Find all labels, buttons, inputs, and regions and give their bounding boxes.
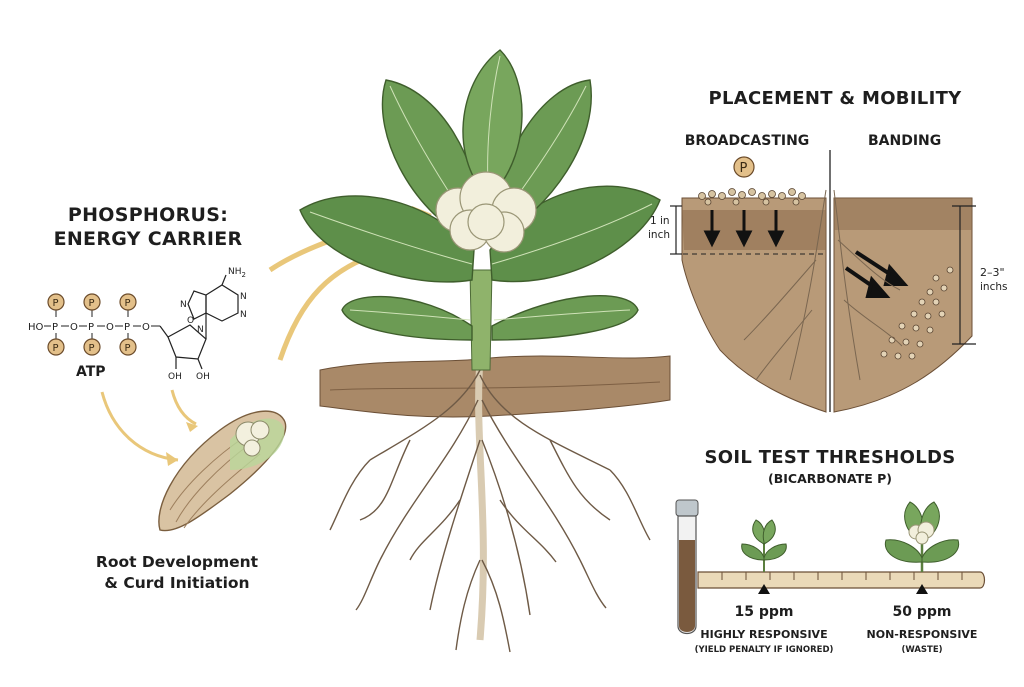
amine-label: NH2	[228, 267, 246, 279]
threshold-scale-bar	[697, 571, 986, 589]
hydroxyl-1: OH	[168, 372, 182, 382]
threshold-low-value: 15 ppm	[734, 604, 794, 620]
test-tube	[675, 499, 699, 635]
phosphorus-atom-1: P	[52, 322, 58, 333]
broadcast-depth-line2: inch	[648, 229, 670, 241]
atp-to-root-arrow	[100, 391, 179, 462]
broadcast-depth-line1: 1 in	[650, 215, 670, 227]
ring-atom-3: N	[180, 300, 187, 310]
phosphate-symbol-2a: P	[89, 298, 95, 309]
threshold-high-label: NON-RESPONSIVE	[866, 628, 978, 641]
band-arrows	[844, 250, 909, 298]
root-system	[329, 359, 651, 653]
threshold-high-note: (WASTE)	[901, 645, 943, 655]
oxygen-bridge-2: O	[106, 322, 114, 333]
phosphate-badge-3b	[119, 338, 137, 356]
band-depth-marker	[952, 205, 976, 345]
root-curd-caption-line1: Root Development	[95, 553, 259, 571]
threshold-high-value: 50 ppm	[892, 604, 952, 620]
phosphate-symbol-1b: P	[53, 343, 59, 354]
broadcasting-label: BROADCASTING	[684, 133, 810, 149]
phosphate-badge-2b	[83, 338, 101, 356]
band-depth-line1: 2–3"	[980, 266, 1005, 279]
atp-molecule-diagram: HO P O P O P O P P P P P P	[28, 267, 247, 382]
cauliflower-plant-illustration	[268, 49, 671, 653]
phosphate-badges: P P P P P P	[47, 293, 137, 356]
seedling-small	[741, 519, 787, 572]
broadcast-arrows	[703, 210, 785, 248]
hydroxyl-start-label: HO	[28, 322, 44, 333]
ring-atom-labels: NH2 N N N N O OH OH	[168, 267, 247, 382]
phosphate-badge-3a	[119, 293, 137, 311]
band-granules	[880, 266, 954, 360]
ring-atom-4: N	[197, 325, 204, 335]
energy-carrier-title-line2: ENERGY CARRIER	[53, 228, 243, 250]
banding-label: BANDING	[868, 133, 942, 149]
root-tip-cross-section	[158, 410, 287, 532]
leaf-top-center	[462, 49, 523, 191]
phosphate-chain: HO P O P O P O	[28, 310, 160, 339]
phosphate-symbol-1a: P	[53, 298, 59, 309]
threshold-low-note: (YIELD PENALTY IF IGNORED)	[694, 645, 834, 655]
soil-test-subtitle: (BICARBONATE P)	[768, 471, 892, 486]
band-roots	[833, 189, 903, 381]
broadcast-soil-profile	[681, 197, 827, 413]
placement-diagram: P 1 in inch	[648, 150, 1007, 413]
phosphate-badge-1b	[47, 338, 65, 356]
scale-ticks	[721, 572, 963, 580]
band-soil-profile	[833, 197, 973, 413]
phosphate-badge-1a	[47, 293, 65, 311]
ribose-adenine	[159, 274, 239, 370]
energy-carrier-title: PHOSPHORUS: ENERGY CARRIER	[48, 203, 248, 251]
broadcast-roots	[743, 189, 827, 381]
phosphate-symbol-3a: P	[125, 298, 131, 309]
soil-surface	[319, 355, 671, 418]
root-curd-caption-line2: & Curd Initiation	[104, 574, 250, 592]
plant-stem	[469, 269, 493, 371]
ring-atom-1: N	[240, 292, 247, 302]
soil-test-scale	[675, 499, 986, 635]
leaf-lower-right	[491, 295, 639, 341]
phosphorus-atom-2: P	[88, 322, 94, 333]
ring-atom-2: N	[240, 310, 247, 320]
cauliflower-curd	[435, 171, 537, 253]
oxygen-bridge-3: O	[142, 322, 150, 333]
root-curd-caption: Root Development & Curd Initiation	[92, 552, 262, 594]
broadcast-depth-marker	[670, 205, 682, 255]
broadcast-granules	[698, 188, 806, 206]
phosphate-symbol-2b: P	[89, 343, 95, 354]
atp-label: ATP	[76, 364, 106, 380]
phosphorus-atom-3: P	[124, 322, 130, 333]
oxygen-bridge-1: O	[70, 322, 78, 333]
root-tip-illustration	[100, 389, 287, 532]
leaf-lower-left	[341, 295, 473, 341]
threshold-low-label: HIGHLY RESPONSIVE	[700, 628, 828, 641]
soil-test-title: SOIL TEST THRESHOLDS	[704, 447, 956, 468]
phosphate-badge-2a	[83, 293, 101, 311]
broadcast-marker-badge	[733, 156, 755, 178]
phosphate-symbol-3b: P	[125, 343, 131, 354]
threshold-pointer-high	[916, 584, 928, 594]
molecule-to-root-arrow	[170, 389, 197, 426]
band-depth-line2: inchs	[980, 281, 1007, 293]
threshold-pointer-low	[758, 584, 770, 594]
ring-oxygen: O	[187, 316, 194, 326]
energy-carrier-title-line1: PHOSPHORUS:	[67, 204, 229, 226]
placement-title: PLACEMENT & MOBILITY	[708, 88, 962, 109]
broadcast-marker-symbol: P	[740, 161, 748, 176]
hydroxyl-2: OH	[196, 372, 210, 382]
mature-plant	[884, 501, 960, 572]
